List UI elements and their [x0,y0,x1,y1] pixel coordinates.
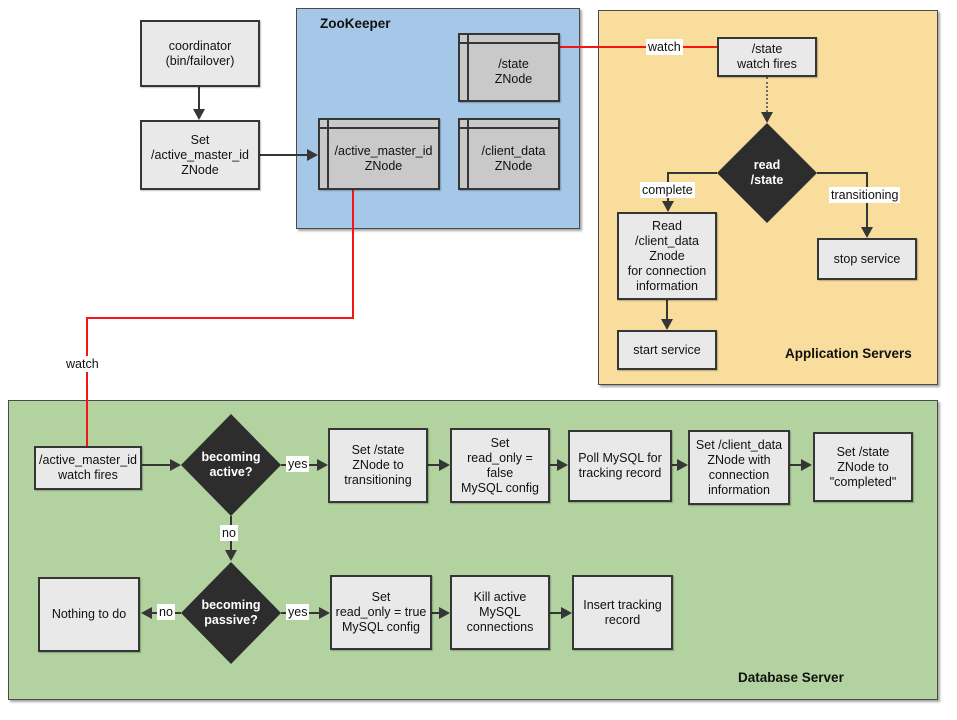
watch-active-master-id-label: watch [64,356,101,372]
database-server-region-title: Database Server [738,670,844,685]
read-client-data-node: Read /client_data Znode for connection i… [617,212,717,300]
watch-line-amid-h1 [86,317,354,319]
connector-row1-d [790,464,802,466]
arrowhead-set-to-znode [307,149,318,161]
set-read-only-false-node: Set read_only = false MySQL config [450,428,550,503]
connector-row1-c [672,464,678,466]
arrowhead-amwf-to-active [170,459,181,471]
arrowhead-passive-no [141,607,152,619]
set-client-data-node: Set /client_data ZNode with connection i… [688,430,790,505]
arrowhead-coordinator-down [193,109,205,120]
transitioning-label: transitioning [829,187,901,203]
znode-side-strip [320,120,329,188]
znode-side-strip [460,120,469,188]
arrowhead-active-yes [317,459,328,471]
poll-mysql-node: Poll MySQL for tracking record [568,430,672,502]
client-data-znode-label: /client_data ZNode [481,143,546,173]
connector-transitioning-h [817,172,868,174]
stop-service-node: stop service [817,238,917,280]
connector-set-to-znode [260,154,307,156]
connector-read-to-start [666,300,668,320]
arrowhead-row1-c [677,459,688,471]
arrowhead-active-no [225,550,237,561]
arrowhead-row1-d [801,459,812,471]
znode-header-strip [460,35,558,44]
becoming-passive-no-label: no [157,604,175,620]
nothing-to-do-node: Nothing to do [38,577,140,652]
complete-label: complete [640,182,695,198]
insert-tracking-record-node: Insert tracking record [572,575,673,650]
watch-line-state-horizontal [560,46,717,48]
watch-line-amid-v1 [352,190,354,318]
becoming-active-no-label: no [220,525,238,541]
arrowhead-row2-a [439,607,450,619]
client-data-znode: /client_data ZNode [458,118,560,190]
becoming-passive-yes-label: yes [286,604,310,620]
set-state-transitioning-node: Set /state ZNode to transitioning [328,428,428,503]
arrowhead-row1-b [557,459,568,471]
connector-amwf-to-active [142,464,171,466]
watch-state-label: watch [646,39,683,55]
arrowhead-complete [662,201,674,212]
active-master-id-znode-label: /active_master_id ZNode [334,143,433,173]
becoming-active-yes-label: yes [286,456,310,472]
set-read-only-true-node: Set read_only = true MySQL config [330,575,432,650]
arrowhead-transitioning [861,227,873,238]
arrowhead-row1-a [439,459,450,471]
arrowhead-row2-b [561,607,572,619]
active-master-id-watch-fires-node: /active_master_id watch fires [34,446,142,490]
znode-header-strip [460,120,558,129]
kill-active-connections-node: Kill active MySQL connections [450,575,550,650]
set-active-master-id-node: Set /active_master_id ZNode [140,120,260,190]
arrowhead-read-to-start [661,319,673,330]
application-servers-region-title: Application Servers [785,346,912,361]
state-znode-label: /state ZNode [494,57,533,86]
connector-row1-b [550,464,558,466]
connector-complete-h [668,172,717,174]
connector-row1-a [428,464,440,466]
set-state-completed-node: Set /state ZNode to "completed" [813,432,913,502]
watch-line-amid-v2 [86,318,88,446]
arrowhead-watchfires-to-readstate [761,112,773,123]
znode-side-strip [460,35,469,100]
state-watch-fires-node: /state watch fires [717,37,817,77]
connector-watchfires-to-readstate [766,77,768,112]
coordinator-node: coordinator (bin/failover) [140,20,260,87]
connector-coordinator-down [198,87,200,111]
zookeeper-region-title: ZooKeeper [320,16,391,31]
arrowhead-passive-yes [319,607,330,619]
active-master-id-znode: /active_master_id ZNode [318,118,440,190]
state-znode: /state ZNode [458,33,560,102]
start-service-node: start service [617,330,717,370]
connector-row2-b [550,612,562,614]
znode-header-strip [320,120,438,129]
connector-row2-a [432,612,440,614]
